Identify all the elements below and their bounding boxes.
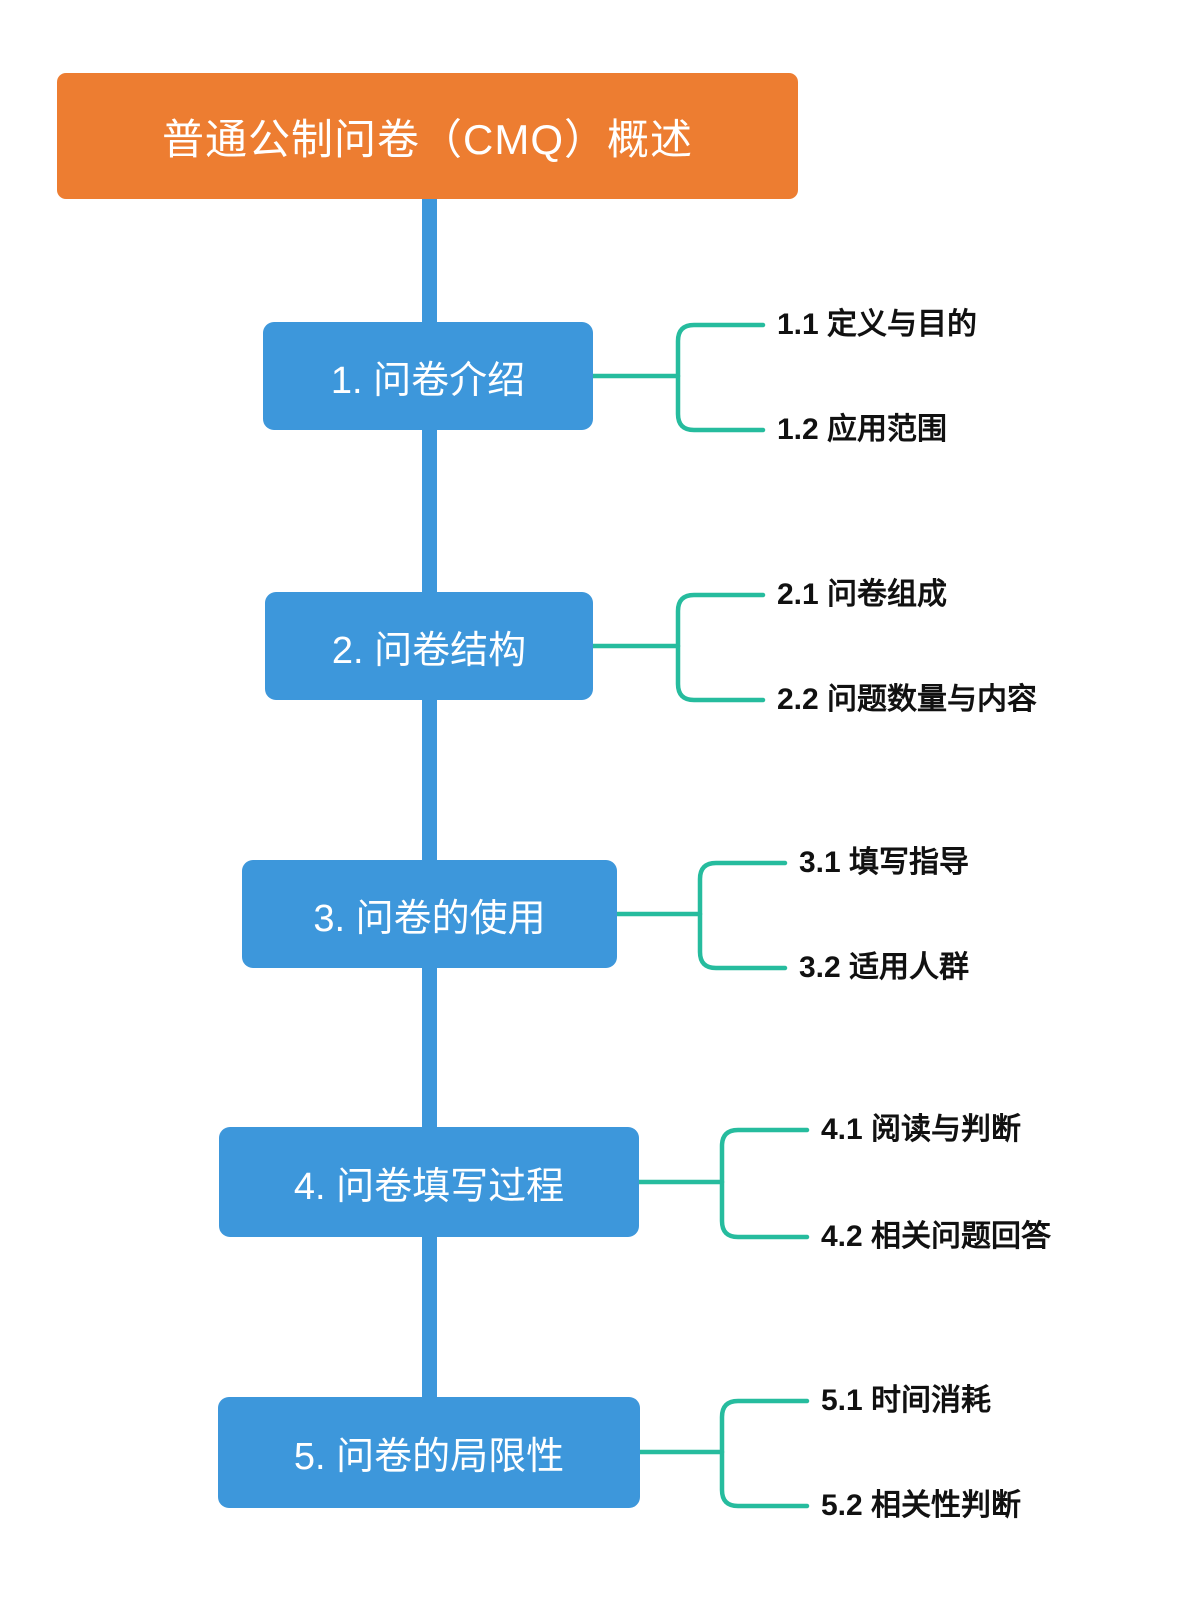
branch-node-2[interactable]: 2. 问卷结构	[265, 592, 593, 700]
branch-node-5[interactable]: 5. 问卷的局限性	[218, 1397, 640, 1508]
leaf-node-2-2[interactable]: 2.2 问题数量与内容	[777, 683, 1038, 716]
leaf-node-1-2[interactable]: 1.2 应用范围	[777, 413, 948, 446]
section-4-bracket-connector	[719, 1127, 810, 1240]
leaf-node-3-2[interactable]: 3.2 适用人群	[799, 951, 970, 984]
leaf-node-4-2[interactable]: 4.2 相关问题回答	[821, 1220, 1052, 1253]
section-1-bracket-connector	[675, 322, 766, 433]
leaf-node-5-2[interactable]: 5.2 相关性判断	[821, 1489, 1022, 1522]
section-3-bracket-connector	[697, 860, 788, 971]
root-node[interactable]: 普通公制问卷（CMQ）概述	[57, 73, 798, 199]
vertical-spine-connector	[422, 199, 437, 1400]
branch-node-1[interactable]: 1. 问卷介绍	[263, 322, 593, 430]
leaf-node-3-1[interactable]: 3.1 填写指导	[799, 846, 970, 879]
branch-node-3[interactable]: 3. 问卷的使用	[242, 860, 617, 968]
leaf-node-2-1[interactable]: 2.1 问卷组成	[777, 578, 948, 611]
leaf-node-5-1[interactable]: 5.1 时间消耗	[821, 1384, 992, 1417]
section-5-bracket-connector	[719, 1398, 810, 1509]
leaf-node-1-1[interactable]: 1.1 定义与目的	[777, 308, 978, 341]
section-2-bracket-connector	[675, 592, 766, 703]
leaf-node-4-1[interactable]: 4.1 阅读与判断	[821, 1113, 1022, 1146]
branch-node-4[interactable]: 4. 问卷填写过程	[219, 1127, 639, 1237]
